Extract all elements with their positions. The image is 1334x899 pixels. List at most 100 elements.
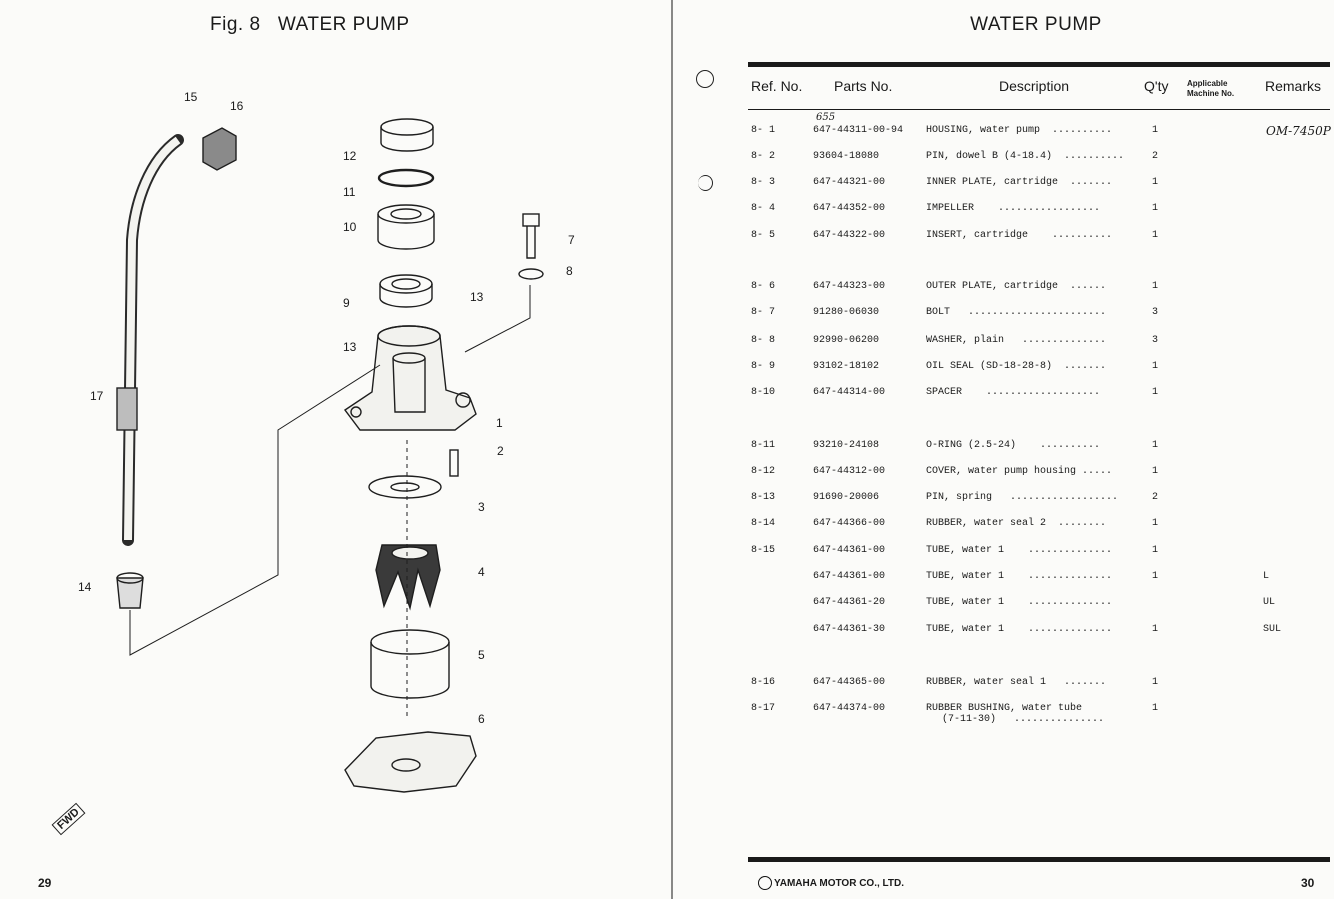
table-row: 8-15 647-44361-00 TUBE, water 1 ..........… [676,545,1334,565]
remark: L [1263,571,1270,582]
callout-17: 17 [90,389,104,403]
callout-1: 1 [496,416,503,430]
callout-11: 11 [343,185,356,199]
table-row: 8- 6 647-44323-00 OUTER PLATE, cartridge .… [676,281,1334,301]
col-header-ref: Ref. No. [751,78,803,94]
description-sub: (7-11-30) ............... [942,714,1105,725]
part-no: 647-44321-00 [813,177,886,188]
handwritten-remark: OM-7450P [1266,124,1331,138]
ref-no: 8-11 [751,440,776,451]
quantity: 1 [1152,203,1159,214]
impeller [375,544,441,611]
description: IMPELLER ................. [926,203,1101,214]
part-no: 647-44361-30 [813,624,886,635]
description: PIN, spring .................. [926,492,1119,503]
ref-no: 8-13 [751,492,776,503]
ref-no: 8- 1 [751,125,776,136]
ref-no: 8- 6 [751,281,776,292]
ref-no: 8- 3 [751,177,776,188]
header-rule-bottom [748,109,1330,110]
description: INSERT, cartridge .......... [926,230,1113,241]
part-no: 647-44361-00 [813,571,886,582]
part-no: 647-44323-00 [813,281,886,292]
part-no: 647-44361-00 [813,545,886,556]
figure-title: Fig. 8 WATER PUMP [210,14,410,35]
quantity: 1 [1152,281,1159,292]
page-spine [671,0,673,899]
left-page-number: 29 [38,876,52,890]
col-header-applicable: Applicable Machine No. [1187,79,1235,98]
part-no: 647-44365-00 [813,677,886,688]
quantity: 1 [1152,125,1159,136]
callout-4: 4 [478,565,485,579]
table-row: 8- 1 647-44311-00-94 HOUSING, water pump .… [676,125,1334,145]
quantity: 1 [1152,177,1159,188]
part-no: 647-44314-00 [813,387,886,398]
description: RUBBER BUSHING, water tube [926,703,1083,714]
quantity: 1 [1152,387,1159,398]
col-header-part: Parts No. [834,78,893,94]
description: TUBE, water 1 .............. [926,545,1113,556]
description: RUBBER, water seal 1 ....... [926,677,1107,688]
quantity: 1 [1152,361,1159,372]
description: TUBE, water 1 .............. [926,597,1113,608]
water-seal-1 [116,577,144,609]
remark: SUL [1263,624,1282,635]
ref-no: 8-15 [751,545,776,556]
right-page-number: 30 [1301,876,1315,890]
quantity: 1 [1152,440,1159,451]
part-no: 647-44312-00 [813,466,886,477]
part-no: 647-44366-00 [813,518,886,529]
quantity: 1 [1152,230,1159,241]
part-no: 93102-18102 [813,361,880,372]
quantity: 3 [1152,335,1159,346]
description: OUTER PLATE, cartridge ...... [926,281,1107,292]
quantity: 2 [1152,492,1159,503]
footer-rule [748,857,1330,862]
description: HOUSING, water pump .......... [926,125,1113,136]
insert-cartridge [370,629,450,655]
part-no: 647-44352-00 [813,203,886,214]
part-no: 647-44311-00-94 [813,125,904,136]
quantity: 1 [1152,571,1159,582]
quantity: 1 [1152,545,1159,556]
callout-15: 15 [184,90,198,104]
col-header-desc: Description [999,78,1070,94]
callout-10: 10 [343,220,357,234]
binder-hole [698,175,713,191]
ref-no: 8-10 [751,387,776,398]
exploded-parts-diagram [116,118,544,793]
inner-plate [368,475,442,499]
footer-brand: YAMAHA MOTOR CO., LTD. [774,878,904,889]
description: O-RING (2.5-24) .......... [926,440,1101,451]
pump-housing [343,325,477,431]
callout-9: 9 [343,296,350,310]
table-row: 647-44361-20 TUBE, water 1 ..............… [676,597,1334,617]
ref-no: 8-12 [751,466,776,477]
quantity: 2 [1152,151,1159,162]
parts-list-title: WATER PUMP [970,14,1102,35]
ref-no: 8- 7 [751,307,776,318]
right-page: WATER PUMP Ref. No. Parts No. Descriptio… [676,0,1334,899]
quantity: 1 [1152,677,1159,688]
quantity: 1 [1152,624,1159,635]
ref-no: 8- 4 [751,203,776,214]
description: RUBBER, water seal 2 ........ [926,518,1107,529]
quantity: 3 [1152,307,1159,318]
callout-6: 6 [478,712,485,726]
part-no: 647-44322-00 [813,230,886,241]
remark: UL [1263,597,1276,608]
ref-no: 8- 8 [751,335,776,346]
part-no: 647-44374-00 [813,703,886,714]
part-no: 647-44361-20 [813,597,886,608]
